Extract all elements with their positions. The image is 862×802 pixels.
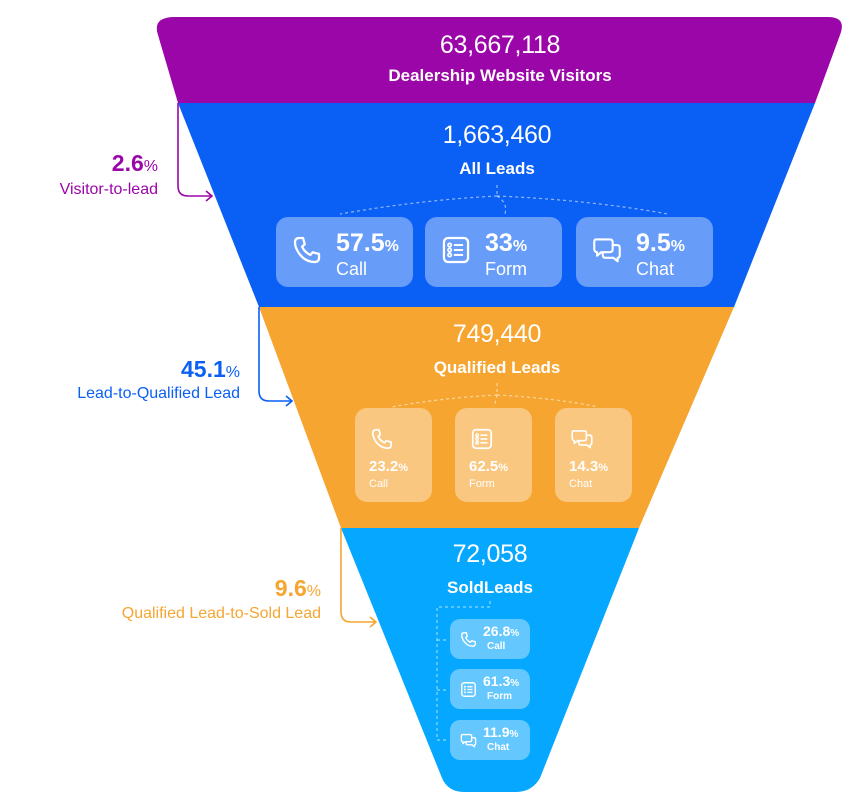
visitor-to-lead-label: Visitor-to-lead [59,181,158,198]
phone-icon [371,428,393,450]
form-icon [442,236,470,264]
qualified-leads-count: 749,440 [452,320,542,348]
lead-to-qualified-rate: 45.1% [181,356,240,382]
leads-form-label: Form [485,259,527,279]
all-leads-label: All Leads [459,159,535,178]
qualified-call-percent: 23.2% [369,458,408,475]
visitor-to-lead-rate: 2.6% [111,150,158,176]
sold-chat-card: 11.9% Chat [450,720,530,760]
qualified-form-percent: 62.5% [469,458,508,475]
lead-to-qualified-label: Lead-to-Qualified Lead [77,385,240,402]
phone-icon [461,632,476,647]
form-icon [461,682,476,697]
sold-chat-percent: 11.9% [483,724,519,740]
leads-chat-percent: 9.5% [636,229,685,257]
qualified-band [259,307,734,528]
qualified-to-sold-arrow [340,528,378,628]
leads-form-card: 33% Form [425,217,562,287]
sold-leads-count: 72,058 [452,540,528,568]
visitors-label: Dealership Website Visitors [388,66,612,85]
sold-call-percent: 26.8% [483,623,520,639]
sold-call-card: 26.8% Call [450,619,530,659]
phone-icon [293,236,321,264]
lead-to-qualified-arrow [258,307,294,407]
leads-form-percent: 33% [485,229,528,257]
qualified-connectors [391,383,599,408]
leads-call-label: Call [336,259,368,279]
leads-chat-label: Chat [636,259,675,279]
qualified-chat-card: 14.3% Chat [555,408,632,502]
visitors-count: 63,667,118 [439,31,561,59]
chat-icon [460,733,477,748]
qualified-leads-label: Qualified Leads [433,358,561,377]
leads-call-card: 57.5% Call [276,217,413,287]
qualified-form-card: 62.5% Form [455,408,532,502]
sold-chat-label: Chat [487,742,510,753]
qualified-to-sold-label: Qualified Lead-to-Sold Lead [121,605,321,622]
leads-connectors [339,185,669,215]
chat-icon [593,238,621,263]
visitor-to-lead-arrow [177,103,214,202]
sold-form-percent: 61.3% [483,673,520,689]
sold-connectors [436,601,491,741]
all-leads-count: 1,663,460 [442,121,552,149]
qualified-form-label: Form [469,478,495,490]
sold-call-label: Call [487,641,506,652]
leads-band [178,103,815,307]
qualified-to-sold-rate: 9.6% [274,575,321,601]
sold-form-label: Form [487,691,512,702]
leads-call-percent: 57.5% [336,229,399,257]
chat-icon [571,430,593,449]
qualified-chat-label: Chat [569,478,593,490]
sold-form-card: 61.3% Form [450,669,530,709]
qualified-call-label: Call [369,478,388,490]
qualified-call-card: 23.2% Call [355,408,432,502]
sold-leads-label: SoldLeads [447,578,533,597]
qualified-chat-percent: 14.3% [569,458,608,475]
visitors-band [156,17,842,103]
leads-chat-card: 9.5% Chat [576,217,713,287]
sold-band [341,528,639,792]
form-icon [471,428,493,450]
